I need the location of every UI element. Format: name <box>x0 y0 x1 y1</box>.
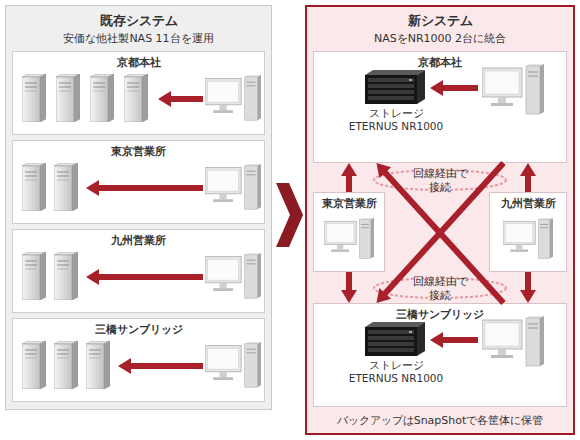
arrow-head <box>341 290 357 303</box>
connector <box>341 272 357 303</box>
connector <box>341 163 357 192</box>
box-text: ストレージ ETERNUS NR1000 <box>344 107 448 133</box>
box-heading: 東京営業所 <box>314 197 384 210</box>
site-box: 東京営業所 <box>12 140 265 224</box>
site-box: 京都本社ストレージ ETERNUS NR1000 <box>313 51 567 163</box>
box-text: NASをNR1000 2台に統合 <box>307 32 573 46</box>
box-text: バックアップはSnapShotで各筐体に保管 <box>307 414 573 428</box>
connection-note: 回線経由で 接続 <box>406 167 474 195</box>
box-heading: 九州営業所 <box>490 197 566 210</box>
arrow-head <box>377 288 392 303</box>
connector-line <box>384 163 504 295</box>
site-box: 三橋サンブリッジ <box>12 318 265 402</box>
system-panel: 新システム NASをNR1000 2台に統合バックアップはSnapShotで各筐体… <box>305 5 575 435</box>
connector <box>520 163 536 192</box>
connector-line <box>525 174 531 192</box>
box-text: ストレージ ETERNUS NR1000 <box>344 359 448 385</box>
arrow-head <box>377 163 392 178</box>
box-heading: 三橋サンブリッジ <box>13 323 264 337</box>
site-box: 三橋サンブリッジストレージ ETERNUS NR1000 <box>313 303 567 407</box>
arrow-head <box>341 163 357 176</box>
connector-line <box>384 171 504 303</box>
box-heading: 東京営業所 <box>13 145 264 159</box>
connector <box>377 163 504 303</box>
connector <box>377 163 504 303</box>
system-panel: 既存システム安価な他社製NAS 11台を運用京都本社東京営業所九州営業所三橋サン… <box>5 5 272 410</box>
connector-line <box>346 174 352 192</box>
box-heading: 三橋サンブリッジ <box>314 308 566 322</box>
connector <box>520 272 536 303</box>
box-text: 安価な他社製NAS 11台を運用 <box>6 32 271 46</box>
box-heading: 京都本社 <box>314 56 566 70</box>
box-heading: 京都本社 <box>13 56 264 70</box>
connector-line <box>346 272 352 292</box>
site-box: 九州営業所 <box>489 192 567 272</box>
site-box: 九州営業所 <box>12 229 265 313</box>
site-box: 京都本社 <box>12 51 265 135</box>
box-heading: 新システム <box>307 13 573 29</box>
connection-note: 回線経由で 接続 <box>406 275 474 303</box>
arrow-head <box>520 290 536 303</box>
arrow-head <box>520 163 536 176</box>
site-box: 東京営業所 <box>313 192 385 272</box>
connector-line <box>525 272 531 292</box>
box-heading: 既存システム <box>6 13 271 29</box>
box-heading: 九州営業所 <box>13 234 264 248</box>
migration-chevron <box>276 183 303 247</box>
